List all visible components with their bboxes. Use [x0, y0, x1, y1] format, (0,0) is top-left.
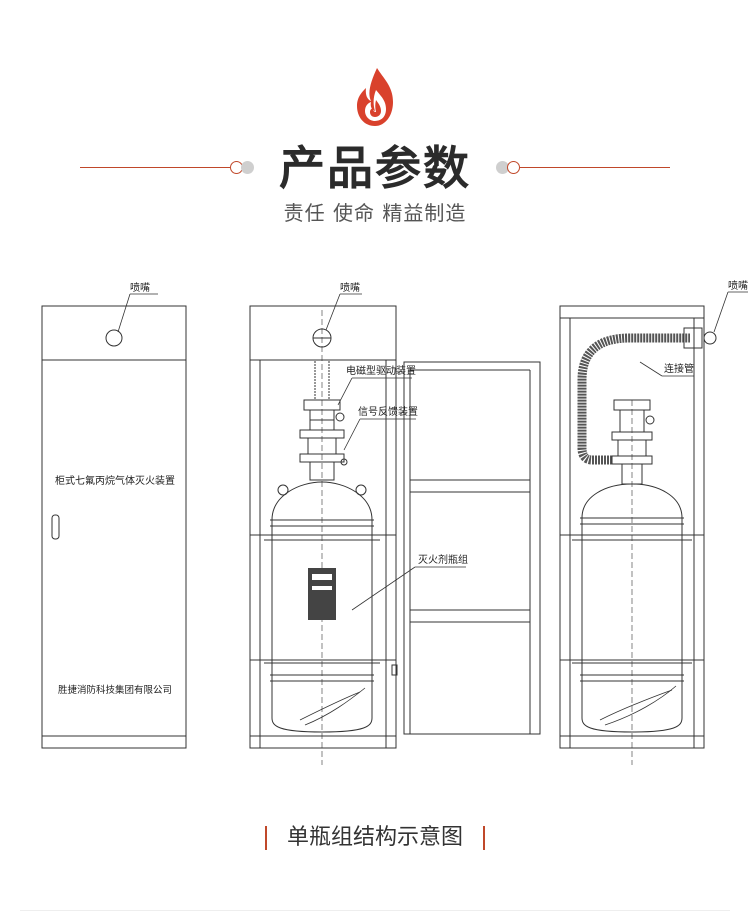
side-nozzle-label: 喷嘴 — [728, 280, 748, 292]
title-rule-left — [80, 167, 230, 168]
side-view-cabinet: 喷嘴 连接管 — [559, 280, 748, 765]
caption-text: 单瓶组结构示意图 — [286, 825, 463, 850]
internal-nozzle-label: 喷嘴 — [340, 282, 360, 294]
front-view-cabinet: 喷嘴 柜式七氟丙烷气体灭火装置 胜捷消防科技集团有限公司 — [41, 282, 187, 749]
internal-view-cabinet: 喷嘴 电磁型驱动装置 信号反馈装置 — [249, 282, 541, 765]
page-subtitle: 责任 使命 精益制造 — [283, 201, 467, 225]
section-header: 产品参数 责任 使命 精益制造 — [0, 0, 750, 240]
title-dot-right — [507, 161, 520, 174]
front-nozzle-label: 喷嘴 — [130, 282, 150, 294]
solenoid-drive-label: 电磁型驱动装置 — [346, 364, 416, 377]
hose-label: 连接管 — [664, 362, 694, 375]
flame-logo-icon — [357, 68, 393, 126]
agent-cylinder-label: 灭火剂瓶组 — [418, 553, 468, 566]
footer-divider — [20, 910, 730, 911]
front-nozzle-icon — [105, 329, 123, 347]
connection-hose — [577, 333, 690, 465]
side-nozzle-icon — [703, 331, 717, 345]
front-company-name: 胜捷消防科技集团有限公司 — [58, 684, 172, 696]
caption-bar-left — [264, 826, 267, 850]
feedback-device-label: 信号反馈装置 — [358, 405, 418, 418]
caption-bar-right — [483, 826, 485, 850]
page-title: 产品参数 — [279, 141, 471, 195]
diagram-caption: 单瓶组结构示意图 — [0, 822, 750, 854]
structure-diagram: 喷嘴 柜式七氟丙烷气体灭火装置 胜捷消防科技集团有限公司 喷嘴 — [41, 280, 748, 765]
front-product-name: 柜式七氟丙烷气体灭火装置 — [55, 474, 175, 487]
title-dot-right-grey — [496, 161, 509, 174]
title-dot-left-grey — [241, 161, 254, 174]
title-rule-right — [520, 167, 670, 168]
door-handle-icon — [51, 514, 60, 540]
